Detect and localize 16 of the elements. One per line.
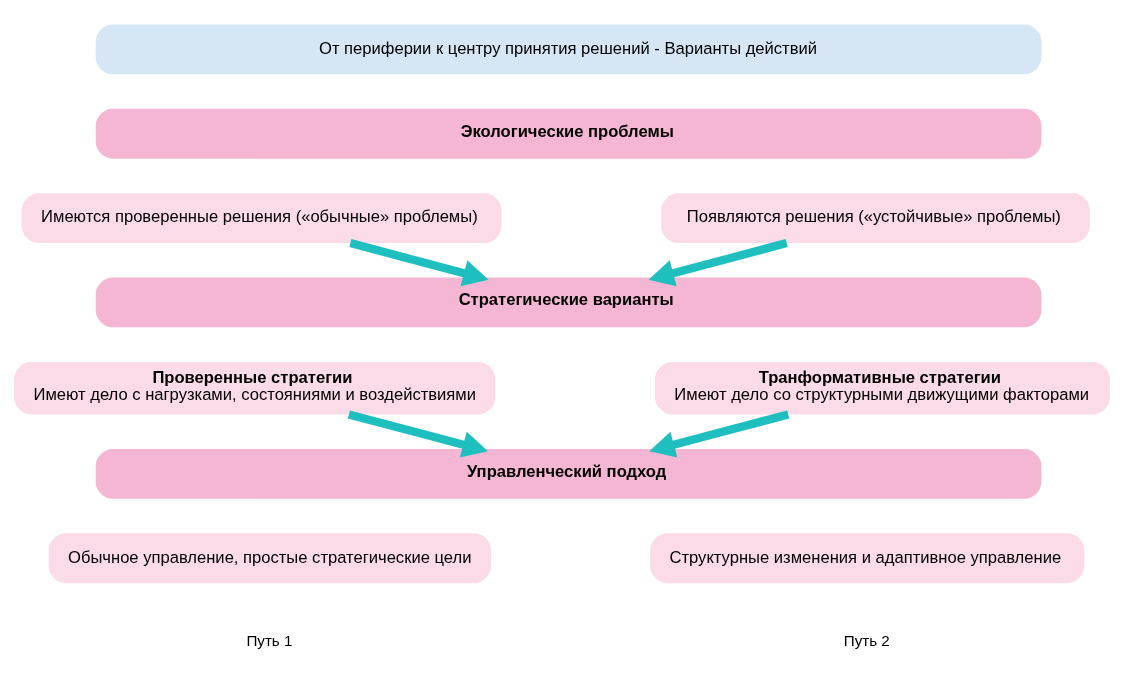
node-box: Появляются решения («устойчивые» проблемы) [661,193,1090,243]
arrow [649,410,790,458]
arrow [349,239,489,287]
arrow [347,410,488,458]
node-box: Транформативные стратегии Имеют дело со структурными движущими факторами [655,361,1110,415]
node-box: Стратегические варианты [95,277,1042,328]
node-box: Структурные изменения и адаптивное управление [650,533,1085,584]
label: Путь 1 [246,632,293,650]
label: Путь 2 [843,632,890,650]
node-box: Имеются проверенные решения («обычные» проблемы) [21,193,502,243]
node-box: Обычное управление, простые стратегические цели [48,533,492,584]
arrow [648,239,788,287]
node-box: Управленческий подход [95,449,1042,499]
node-box: От периферии к центру принятия решений - Варианты действий [95,24,1042,75]
node-box: Экологические проблемы [95,108,1042,159]
node-box: Проверенные стратегии Имеют дело с нагрузками, состояниями и воздействиями [14,361,496,415]
